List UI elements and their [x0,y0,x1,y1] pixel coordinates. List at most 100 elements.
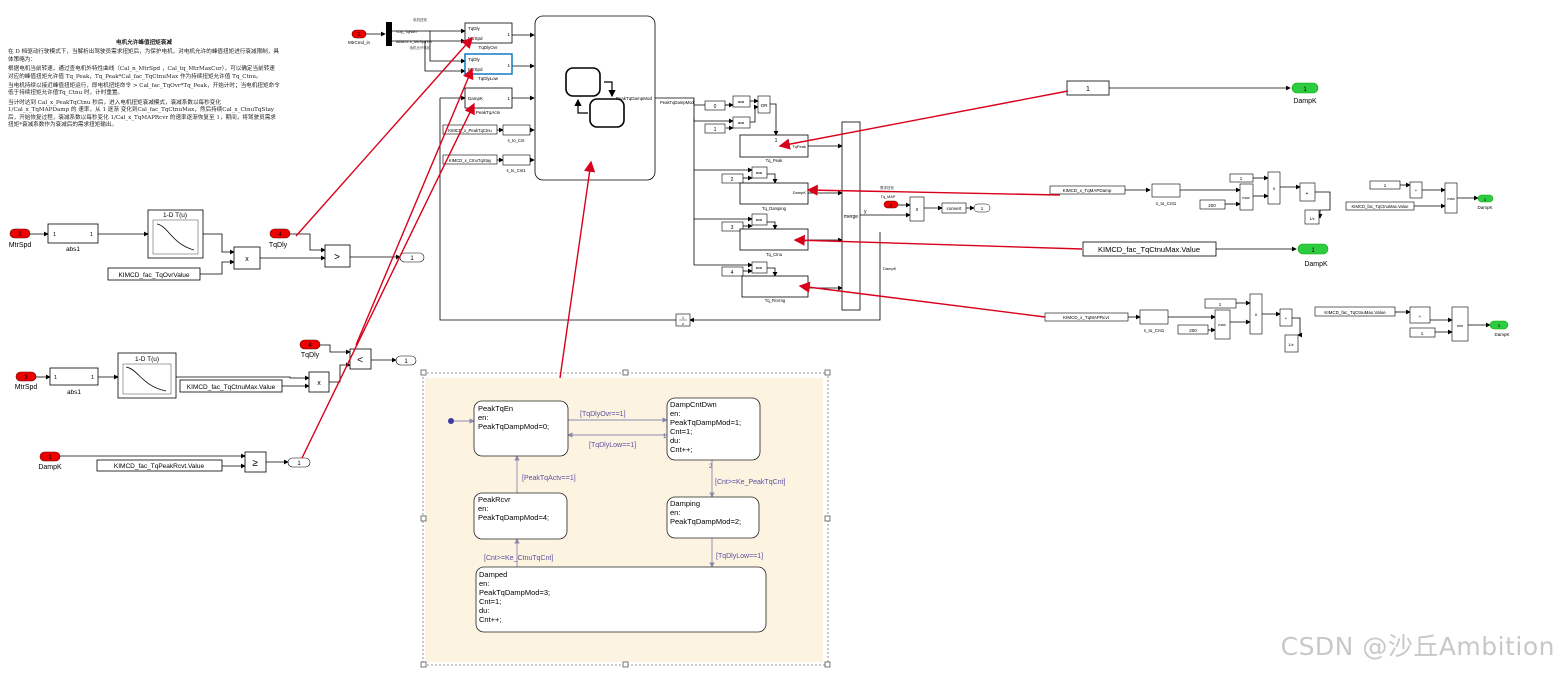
constant-tqovrvalue[interactable] [107,267,201,281]
state-damping-line-2: PeakTqDampMod=2; [670,517,741,526]
subsystem-tq-damping-name: Tq_Damping [762,206,787,211]
merge-block[interactable] [841,121,861,311]
subsystem-tq-rcvrng[interactable] [741,275,809,298]
constant-one-damp[interactable] [1229,173,1254,183]
constant-tqctnumax-big[interactable] [1082,241,1217,257]
compare-eq-0[interactable] [732,95,751,108]
constant-200-damp[interactable] [1199,199,1226,210]
compare-eq-3[interactable] [751,213,768,226]
constant-0[interactable] [704,100,726,111]
compare-eq-1[interactable] [732,116,751,129]
watermark: CSDN @沙丘Ambition [1280,632,1555,661]
outport-dampk-3[interactable] [1297,243,1329,255]
product-block[interactable] [233,246,261,270]
compare-eq-2[interactable] [751,166,768,179]
constant-tqmapdamp[interactable] [1049,185,1126,195]
selection-handle-bl[interactable] [420,661,427,668]
bus-selector[interactable] [386,22,392,46]
state-dampcntdwn[interactable] [666,397,761,461]
sum-block-damp-b[interactable] [1409,181,1423,199]
relational-gt-block[interactable] [324,244,351,268]
inport-mtrspd-2[interactable] [15,371,37,382]
selection-handle-tr[interactable] [824,369,831,376]
selection-handle-ml[interactable] [420,515,427,522]
stateflow-chart-block[interactable] [534,15,656,181]
constant-4[interactable] [721,266,744,277]
constant-1[interactable] [704,123,726,134]
outport-dampk-1[interactable] [1291,82,1319,94]
convert-s-to-cnt1-rcvt[interactable] [1139,309,1169,325]
convert-s-to-cnt1[interactable] [502,154,531,166]
subsystem-peaktqactv[interactable] [464,87,513,109]
constant-peaktqctnu[interactable] [442,124,498,135]
state-peakrcvr-line-2: PeakTqDampMod=4; [478,513,549,522]
constant-one-rcvt[interactable] [1204,298,1237,309]
subsystem-tq-ctnu[interactable] [739,228,809,251]
selection-handle-bc[interactable] [622,661,629,668]
outport-tq[interactable] [973,203,991,213]
constant-1-damp-b[interactable] [1369,180,1401,190]
outport-dampk-2[interactable] [1477,194,1494,203]
state-peakrcvr[interactable] [473,492,568,540]
constant-200-rcvt[interactable] [1177,324,1209,335]
product-block-3[interactable] [909,196,925,222]
relational-ge-block[interactable] [244,451,267,473]
bus-note-2: 电机允许转矩 [410,45,431,50]
constant-1-rcvt-b[interactable] [1409,327,1436,338]
inport-mtrcmd[interactable] [351,29,367,39]
data-type-convert[interactable] [941,202,967,214]
description-paragraph-1: 在 D 档驱动行驶模式下，当解析出驾驶员需求扭矩后，为保护电机，对电机允许的峰值… [8,49,279,63]
constant-3[interactable] [721,221,744,232]
selection-handle-br[interactable] [824,661,831,668]
state-damped[interactable] [475,566,767,633]
outport-peaktqactv[interactable] [287,457,311,468]
sum-block-rcvt-b[interactable] [1409,306,1431,324]
divide-block-damp[interactable] [1267,171,1281,205]
selection-handle-mr[interactable] [824,515,831,522]
constant-tqctnumax[interactable] [179,379,283,393]
inport-tqdly[interactable] [269,228,291,239]
compare-eq-4[interactable] [751,261,768,274]
divide-block-rcvt[interactable] [1249,293,1263,335]
constant-tqctnumax-rcvt[interactable] [1314,306,1396,317]
sum-block-damp[interactable] [1299,182,1316,202]
selection-handle-tc[interactable] [622,369,629,376]
max-block-damp-b[interactable] [1444,182,1458,214]
outport-dampk-4-number: 1 [1498,323,1501,328]
constant-ctnutqstay[interactable] [442,154,498,165]
convert-s-to-cnt[interactable] [502,124,531,136]
inport-tq-map[interactable] [883,200,899,209]
selection-handle-tl[interactable] [420,369,427,376]
subsystem-tq-peak[interactable] [739,134,809,158]
sum-block-rcvt[interactable] [1279,308,1293,327]
outport-tq-number: 1 [981,206,984,211]
subsystem-tqdlylow[interactable] [464,53,513,75]
abs-block-2[interactable] [49,367,99,386]
constant-1-top[interactable] [1066,80,1110,96]
lookup-table-1d-2[interactable] [117,352,177,399]
state-damping[interactable] [666,496,760,539]
product-block-2[interactable] [308,371,330,393]
max-block-rcvt[interactable] [1214,309,1231,340]
state-peaktqen[interactable] [473,400,569,457]
divide-block-damp-symbol: x [1273,186,1276,191]
subsystem-tq-damping-port: DampK [793,190,807,195]
outport-tqdlylow[interactable] [395,355,417,366]
constant-tqovrvalue-label: KIMCD_fac_TqOvrValue [118,272,189,279]
constant-2[interactable] [721,173,744,184]
unit-delay-rcvt[interactable] [1284,334,1299,353]
abs-block[interactable] [47,223,99,244]
subsystem-tqdlyovr[interactable] [464,22,513,44]
inport-dampk[interactable] [39,451,61,462]
inport-mtrspd[interactable] [9,228,31,239]
min-block-rcvt[interactable] [1451,306,1469,342]
state-dampcntdwn-name: DampCntDwn [670,400,717,409]
outport-dampk-4[interactable] [1489,320,1509,330]
constant-tqctnumax-damp[interactable] [1345,201,1415,211]
unit-delay-damp[interactable] [1304,209,1320,225]
max-block-damp[interactable] [1239,183,1254,211]
convert-s-to-cnt1-damp[interactable] [1151,183,1181,198]
constant-peakrcvt[interactable] [96,459,223,472]
inport-tqdly-2[interactable] [299,339,321,350]
logic-or[interactable] [757,95,771,114]
